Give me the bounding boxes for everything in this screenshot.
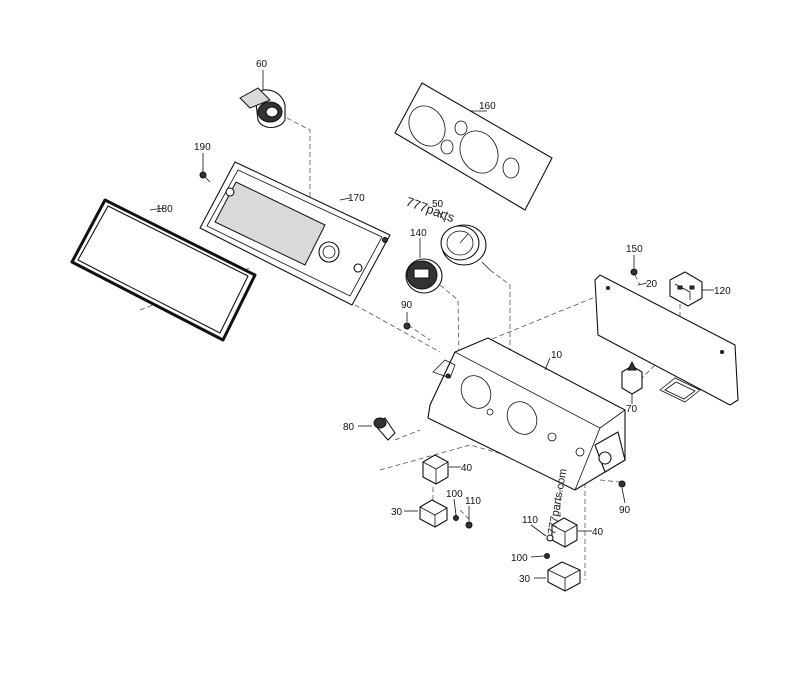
callout-40-b: 40 <box>592 527 604 538</box>
relay-socket-30-b <box>547 561 581 592</box>
relay-socket-30-a <box>419 499 448 528</box>
screw-190 <box>199 171 211 183</box>
callout-30-b: 30 <box>519 574 531 585</box>
leader-lines <box>149 70 714 579</box>
dashboard-housing <box>427 337 626 491</box>
indicator-lamp <box>373 417 396 441</box>
gauge-panel-gasket <box>394 82 553 211</box>
callout-90-b: 90 <box>619 505 631 516</box>
callout-100-a: 100 <box>446 489 463 500</box>
relay-40-b <box>551 517 578 548</box>
speedometer-gauge <box>440 224 491 271</box>
callout-50: 50 <box>432 199 444 210</box>
callout-20: 20 <box>646 279 658 290</box>
seal-gasket <box>70 198 257 342</box>
callout-90-a: 90 <box>401 300 413 311</box>
callout-170: 170 <box>348 193 365 204</box>
screw-90-a <box>403 322 411 330</box>
callout-190: 190 <box>194 142 211 153</box>
nut-110-a <box>465 521 473 529</box>
callout-160: 160 <box>479 101 496 112</box>
callout-10: 10 <box>551 350 563 361</box>
rotary-switch <box>239 87 286 129</box>
washer-100-a <box>453 515 459 521</box>
callout-150: 150 <box>626 244 643 255</box>
callout-140: 140 <box>410 228 427 239</box>
callout-80: 80 <box>343 422 355 433</box>
callout-120: 120 <box>714 286 731 297</box>
toggle-switch <box>621 360 643 395</box>
callout-180: 180 <box>156 204 173 215</box>
callout-70: 70 <box>626 404 638 415</box>
connector-120 <box>669 271 703 307</box>
bezel-frame <box>199 161 391 306</box>
nut-110-b <box>546 534 554 542</box>
callout-110-b: 110 <box>522 515 538 526</box>
washer-100-b <box>544 553 550 559</box>
callout-110-a: 110 <box>465 496 481 507</box>
watermark-top: 777parts <box>404 194 457 226</box>
callout-60: 60 <box>256 59 268 70</box>
callout-40-a: 40 <box>461 463 473 474</box>
hour-meter-gauge <box>405 258 443 294</box>
relay-40-a <box>422 454 449 485</box>
back-plate <box>594 274 739 406</box>
screw-90-b <box>618 480 626 488</box>
callout-30-a: 30 <box>391 507 403 518</box>
screw-150 <box>630 268 638 276</box>
callout-100-b: 100 <box>511 553 528 564</box>
callout-labels: 60 160 190 170 180 50 140 150 20 120 90 … <box>156 59 731 585</box>
